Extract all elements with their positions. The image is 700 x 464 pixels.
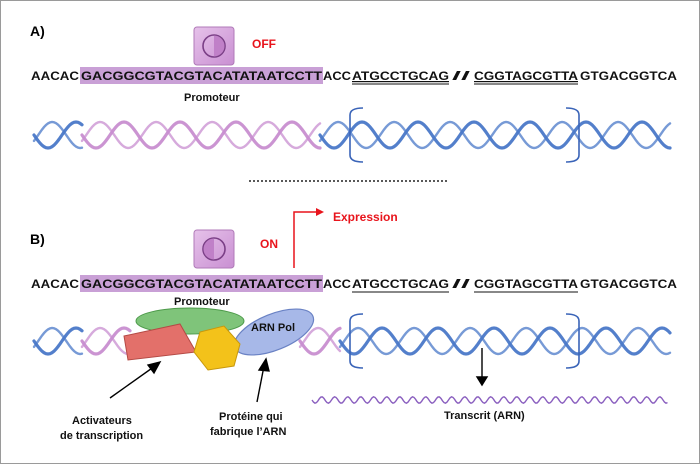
helix-strand [338, 326, 672, 356]
seq-break-b: // [452, 277, 472, 291]
promoter-highlight-a [80, 67, 323, 84]
seq-gene-start-b: ATGCCTGCAG [352, 277, 449, 291]
seq-gene-end-a: CGGTAGCGTTA [474, 69, 578, 83]
transcription-complex [123, 307, 315, 371]
expression-arrow [293, 208, 324, 268]
gene-brackets-b [349, 313, 580, 369]
seq-mid-b: ACC [323, 277, 351, 291]
seq-gene-end-b: CGGTAGCGTTA [474, 277, 578, 291]
protein-arrow [256, 357, 270, 403]
promoter-label-b: Promoteur [174, 296, 230, 308]
helix-strand [32, 326, 84, 356]
polymerase-label: ARN Pol [251, 322, 295, 334]
seq-promoter-b: GACGGCGTACGTACATATAATCCTT [81, 277, 323, 291]
state-on-label: ON [260, 237, 278, 251]
seq-promoter-a: GACGGCGTACGTACATATAATCCTT [81, 69, 323, 83]
switch-off-icon [193, 26, 235, 66]
helix-strand [32, 326, 84, 356]
rna-strand [311, 396, 668, 404]
dna-helix-a [32, 120, 672, 150]
panel-a-label: A) [30, 23, 45, 39]
helix-strand [32, 120, 84, 150]
protein-label-line2: fabrique l’ARN [210, 426, 286, 438]
yellow-factor-shape [193, 325, 241, 371]
promoter-label-a: Promoteur [184, 92, 240, 104]
dna-helix-b [32, 326, 672, 356]
dna-sequence-a: AACAC GACGGCGTACGTACATATAATCCTT ACC ATGC… [31, 69, 677, 83]
rna-transcript-wave [311, 396, 668, 404]
transcript-label: Transcrit (ARN) [444, 410, 525, 422]
switch-on-icon [193, 229, 235, 269]
protein-label-line1: Protéine qui [219, 411, 283, 423]
activators-label-line2: de transcription [60, 430, 143, 442]
seq-gene-start-a: ATGCCTGCAG [352, 69, 449, 83]
helix-strand [338, 326, 672, 356]
helix-strand [80, 326, 132, 356]
helix-strand [298, 326, 342, 356]
seq-mid-a: ACC [323, 69, 351, 83]
seq-right-b: GTGACGGTCA [580, 277, 677, 291]
activators-arrow [109, 360, 162, 399]
expression-label: Expression [333, 210, 398, 224]
seq-left-b: AACAC [31, 277, 79, 291]
seq-right-a: GTGACGGTCA [580, 69, 677, 83]
helix-strand [32, 120, 84, 150]
helix-strand [80, 120, 322, 150]
transcript-arrow [475, 348, 489, 387]
seq-left-a: AACAC [31, 69, 79, 83]
helix-strand [80, 326, 132, 356]
activators-label-line1: Activateurs [72, 415, 132, 427]
state-off-label: OFF [252, 37, 276, 51]
panel-b-label: B) [30, 231, 45, 247]
helix-strand [80, 120, 322, 150]
gene-brackets-a [349, 107, 580, 163]
helix-strand [318, 120, 672, 150]
dna-sequence-b: AACAC GACGGCGTACGTACATATAATCCTT ACC ATGC… [31, 277, 677, 291]
seq-break-a: // [452, 69, 472, 83]
promoter-highlight-b [80, 275, 323, 292]
helix-strand [298, 326, 342, 353]
